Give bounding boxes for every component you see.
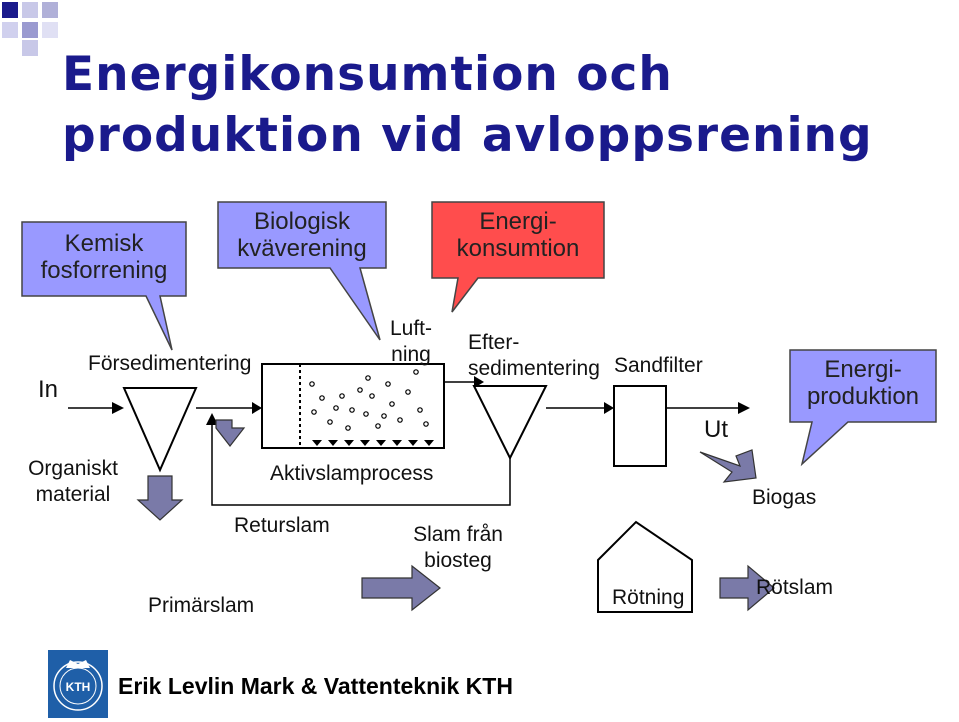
- aeration-diffusers: [312, 440, 434, 446]
- aeration-basin: [261, 363, 445, 449]
- label-forsedimentering: Försedimentering: [88, 352, 252, 375]
- corner-decoration: [2, 2, 58, 56]
- label-slam-fran-biosteg: Slam från biosteg: [413, 523, 503, 572]
- callout-energiproduktion: Energi-produktion: [806, 356, 920, 410]
- footer-author: Erik Levlin Mark & Vattenteknik KTH: [118, 673, 513, 699]
- inflow-arrowhead: [112, 402, 124, 414]
- aeration-bubbles: [309, 369, 429, 431]
- label-primarslam: Primärslam: [148, 594, 255, 617]
- eftersedimentering-tank: [472, 385, 548, 461]
- callout-biologisk-shape: [217, 201, 387, 341]
- label-aktivslamprocess: Aktivslamprocess: [270, 462, 434, 485]
- kth-logo: KTH: [48, 650, 108, 718]
- callout-kemisk: Kemisk fosforrening: [40, 230, 168, 284]
- rotslam-arrow: [719, 564, 775, 612]
- forsedimentering-tank: [122, 387, 198, 473]
- label-rotning: Rötning: [612, 586, 685, 609]
- biosteg-sludge-arrow: [361, 564, 441, 612]
- label-sandfilter: Sandfilter: [614, 354, 703, 377]
- svg-text:KTH: KTH: [66, 680, 91, 694]
- label-organiskt-material: Organiskt material: [28, 457, 118, 506]
- callout-energikonsumtion-shape: [431, 201, 605, 313]
- primary-sludge-arrow: [136, 475, 184, 521]
- label-returslam: Returslam: [234, 514, 330, 537]
- page-title: Energikonsumtion och produktion vid avlo…: [62, 47, 873, 163]
- rotning-digester: [597, 520, 693, 613]
- returslam-line: [211, 425, 511, 506]
- callout-energikonsumtion: Energi-konsumtion: [456, 208, 580, 262]
- biogas-arrow: [699, 449, 757, 483]
- sandfilter-box: [613, 385, 667, 467]
- callout-kemisk-shape: [21, 221, 187, 351]
- callout-energiproduktion-shape: [789, 349, 937, 467]
- label-in: In: [38, 376, 59, 403]
- label-rotslam: Rötslam: [756, 576, 834, 599]
- label-biogas: Biogas: [752, 486, 817, 509]
- label-eftersedimentering: Efter-sedimentering: [468, 331, 600, 380]
- label-luftning: Luft-ning: [389, 317, 433, 366]
- label-ut: Ut: [704, 416, 728, 443]
- callout-biologisk: Biologisk kväverening: [237, 208, 367, 262]
- outflow-arrowhead: [738, 402, 750, 414]
